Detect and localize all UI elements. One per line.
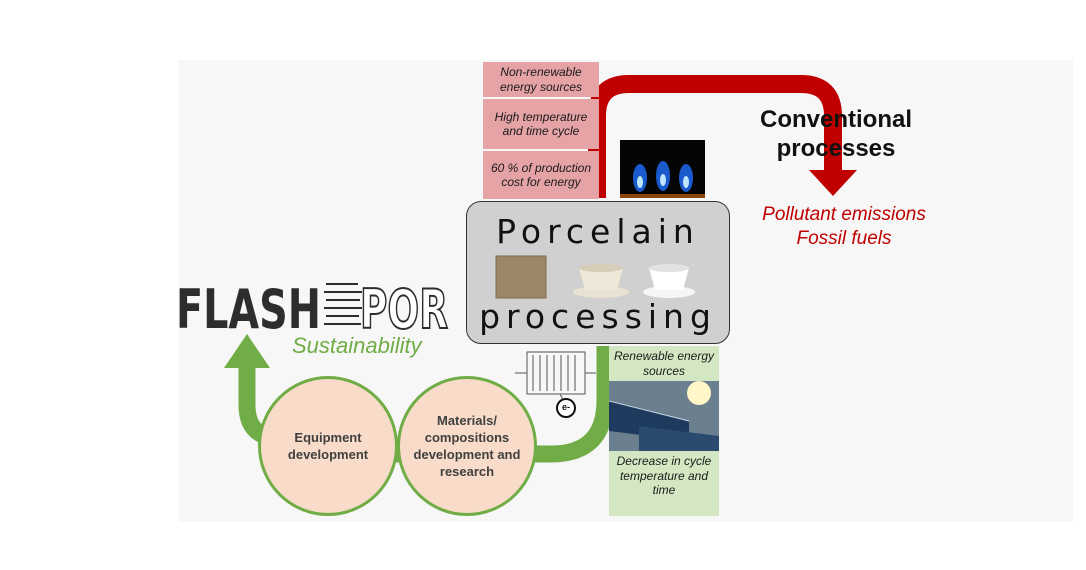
sustainability-label: Sustainability xyxy=(292,333,422,358)
equipment-development-circle: Equipment development xyxy=(258,376,398,516)
flame-right xyxy=(679,164,693,192)
fossil-fuels-text: Fossil fuels xyxy=(796,228,892,249)
porcelain-title-line1: Porcelain xyxy=(496,212,700,251)
red-box-non-renewable: Non-renewable energy sources xyxy=(483,62,599,97)
conventional-processes-title: Conventional processes xyxy=(748,105,924,163)
pollutant-emissions-text: Pollutant emissions xyxy=(762,204,926,225)
conventional-line2: processes xyxy=(776,135,896,162)
sustainability-arrowhead xyxy=(224,334,270,368)
conventional-line1: Conventional xyxy=(759,106,912,133)
materials-development-text: Materials/ compositions development and … xyxy=(413,413,521,479)
red-box-high-temperature: High temperature and time cycle xyxy=(483,99,599,149)
unglazed-cup-image xyxy=(573,264,629,298)
flame-middle xyxy=(656,161,670,191)
conventional-effects: Pollutant emissions Fossil fuels xyxy=(744,203,944,251)
electron-label: e- xyxy=(556,398,576,418)
porcelain-images xyxy=(495,255,695,299)
porcelain-title-line2: processing xyxy=(479,297,717,336)
solar-panels-image xyxy=(608,381,719,451)
logo: FLASH POR xyxy=(176,276,451,342)
equipment-development-text: Equipment development xyxy=(287,430,369,462)
logo-por: POR xyxy=(360,278,448,334)
green-box-renewable: Renewable energy sources xyxy=(609,346,719,381)
gas-flames-image xyxy=(620,140,705,198)
glazed-cup-image xyxy=(643,264,695,298)
logo-flash: FLASH xyxy=(176,278,321,334)
red-box-production-cost: 60 % of production cost for energy xyxy=(483,151,599,199)
green-box-decrease-cycle: Decrease in cycle temperature and time xyxy=(609,451,719,516)
conventional-arrowhead xyxy=(809,170,857,196)
logo-speed-lines xyxy=(324,283,362,325)
raw-material-powder-image xyxy=(495,255,547,299)
flash-equipment-sketch xyxy=(515,351,596,403)
sustainable-loop-arrow xyxy=(390,346,614,463)
flame-left xyxy=(633,164,647,192)
materials-development-circle: Materials/ compositions development and … xyxy=(397,376,537,516)
porcelain-processing-box: Porcelain processing xyxy=(466,201,730,344)
